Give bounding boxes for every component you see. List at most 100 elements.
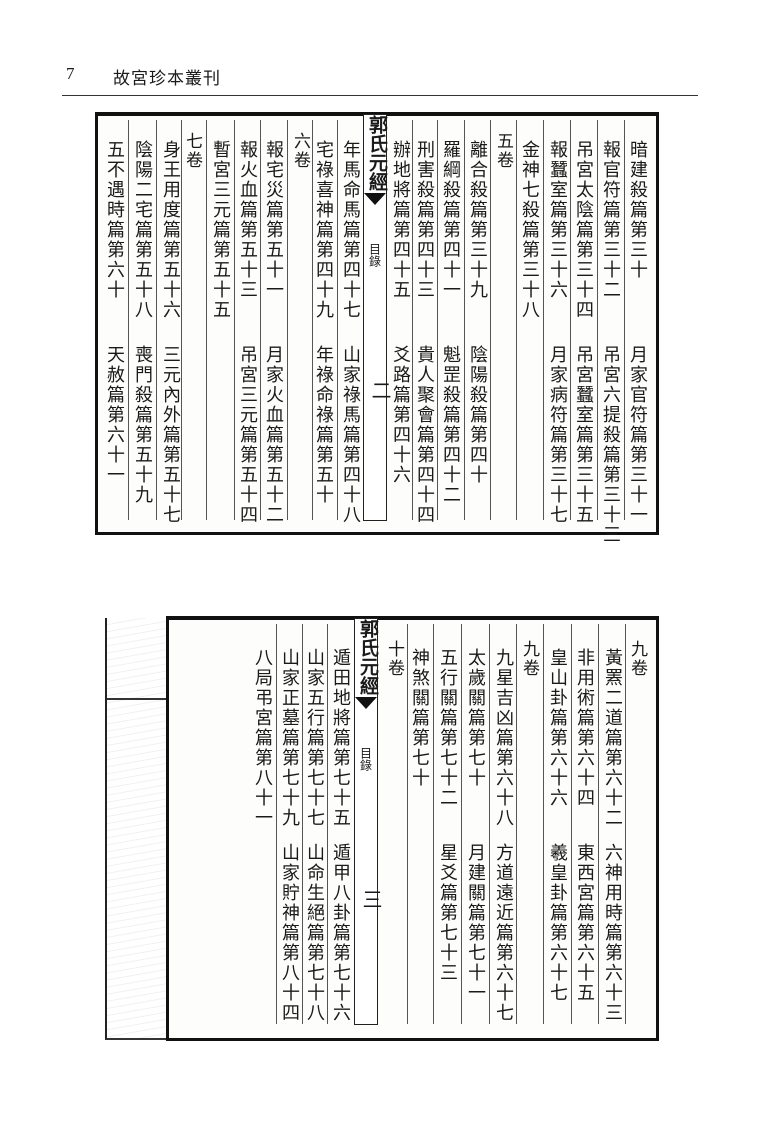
chapter-entry: 山命生絕篇第七十八 [304, 843, 325, 1023]
column-rule [156, 120, 157, 520]
column-rule [516, 120, 517, 520]
chapter-entry: 刑害殺篇第四十三 [414, 140, 435, 300]
volume-heading: 六卷 [290, 132, 310, 170]
volume-heading: 十卷 [384, 640, 404, 678]
volume-heading: 七卷 [182, 132, 202, 170]
chapter-entry: 山家貯神篇第八十四 [279, 843, 300, 1023]
column-rule [489, 624, 490, 1024]
chapter-entry: 吊宮三元篇第五十四 [237, 345, 258, 525]
bottom-woodblock-page: 九卷黃罴二道篇第六十二六神用時篇第六十三非用術篇第六十四東西宮篇第六十五皇山卦篇… [166, 616, 659, 1041]
chapter-entry: 月建關篇第七十一 [465, 843, 486, 1003]
column-rule [206, 120, 207, 520]
block-center-banner: 郭氏元經目錄二 [363, 114, 392, 521]
chapter-entry: 報火血篇第五十三 [237, 140, 258, 300]
chapter-entry: 陰陽二宅篇第五十八 [132, 140, 153, 320]
chapter-entry: 暫宮三元篇第五十五 [210, 140, 231, 320]
book-title: 郭氏元經 [366, 115, 388, 191]
column-rule [181, 120, 182, 520]
chapter-entry: 三元內外篇第五十七 [160, 345, 181, 525]
chapter-entry: 報蠶室篇第三十六 [547, 140, 568, 300]
chapter-entry: 宅祿喜神篇第四十九 [313, 140, 334, 320]
chapter-entry: 年祿命祿篇第五十 [313, 345, 334, 505]
chapter-entry: 羅綱殺篇第四十一 [440, 140, 461, 300]
chapter-entry: 山家正墓篇第七十九 [279, 648, 300, 828]
chapter-entry: 月家火血篇第五十二 [263, 345, 284, 525]
section-label: 目錄 [367, 243, 382, 267]
chapter-entry: 月家官符篇第三十一 [627, 345, 648, 525]
fish-tail-mark-icon [355, 697, 377, 709]
column-rule [406, 624, 408, 1024]
chapter-entry: 喪門殺篇第五十九 [132, 345, 153, 505]
chapter-entry: 山家五行篇第七十七 [304, 648, 325, 828]
chapter-entry: 東西宮篇第六十五 [574, 843, 595, 1003]
torn-edge-crease [107, 698, 169, 700]
chapter-entry: 辦地將篇第四十五 [390, 140, 411, 300]
chapter-entry: 陰陽殺篇第四十 [467, 345, 488, 485]
column-rule [433, 624, 434, 1024]
chapter-entry: 六神用時篇第六十三 [602, 843, 623, 1023]
chapter-entry: 爻路篇第四十六 [390, 345, 411, 485]
column-rule [412, 120, 413, 520]
chapter-entry: 五行關篇第七十二 [437, 648, 458, 808]
volume-heading: 五卷 [493, 132, 513, 170]
column-rule [260, 120, 261, 520]
chapter-entry: 暗建殺篇第三十 [627, 140, 648, 280]
block-center-banner: 郭氏元經目錄三 [354, 618, 383, 1025]
torn-page-edge [105, 618, 169, 1040]
chapter-entry: 五不遇時篇第六十 [104, 140, 125, 300]
volume-heading: 九卷 [627, 640, 647, 678]
column-rule [461, 624, 462, 1024]
chapter-entry: 遁田地將篇第七十五 [330, 648, 351, 828]
column-rule [596, 120, 598, 520]
chapter-entry: 吊宮太陰篇第三十四 [573, 140, 594, 320]
column-rule [516, 624, 517, 1024]
volume-heading: 九卷 [519, 640, 539, 678]
chapter-entry: 報官符篇第三十二 [600, 140, 621, 300]
leaf-number: 二 [368, 380, 392, 400]
chapter-entry: 吊宮六提殺篇第三十三 [600, 345, 621, 545]
chapter-entry: 皇山卦篇第六十六 [547, 648, 568, 808]
page-number: 7 [66, 64, 75, 83]
column-rule [286, 120, 288, 520]
column-rule [624, 624, 626, 1024]
chapter-entry: 太歲關篇第七十 [465, 648, 486, 788]
chapter-entry: 月家病符篇第三十七 [547, 345, 568, 525]
chapter-entry: 金神七殺篇第三十八 [519, 140, 540, 320]
header-rule [62, 95, 698, 96]
column-rule [233, 120, 235, 520]
chapter-entry: 九星吉凶篇第六十八 [493, 648, 514, 828]
column-rule [543, 120, 544, 520]
column-rule [543, 624, 544, 1024]
chapter-entry: 星爻篇第七十三 [437, 843, 458, 983]
chapter-entry: 山家祿馬篇第四十八 [340, 345, 361, 525]
chapter-entry: 非用術篇第六十四 [574, 648, 595, 808]
section-label: 目錄 [358, 747, 373, 771]
book-title: 郭氏元經 [357, 619, 379, 695]
chapter-entry: 羲皇卦篇第六十七 [547, 843, 568, 1003]
column-rule [275, 624, 277, 1024]
chapter-entry: 黃罴二道篇第六十二 [602, 648, 623, 828]
column-rule [570, 624, 572, 1024]
column-rule [623, 120, 625, 520]
column-rule [598, 624, 599, 1024]
column-rule [490, 120, 491, 520]
chapter-entry: 天赦篇第六十一 [104, 345, 125, 485]
chapter-entry: 八局弔宮篇第八十一 [252, 648, 273, 828]
chapter-entry: 神煞關篇第七十 [409, 648, 430, 788]
chapter-entry: 年馬命馬篇第四十七 [340, 140, 361, 320]
column-rule [128, 120, 129, 520]
chapter-entry: 方道遠近篇第六十七 [493, 843, 514, 1023]
leaf-number: 三 [359, 889, 383, 909]
chapter-entry: 身王用度篇第五十六 [160, 140, 181, 320]
column-rule [311, 120, 313, 520]
column-rule [437, 120, 438, 520]
column-rule [301, 624, 303, 1024]
chapter-entry: 遁甲八卦篇第七十六 [330, 843, 351, 1023]
column-rule [570, 120, 571, 520]
fish-tail-mark-icon [364, 193, 386, 205]
chapter-entry: 報宅災篇第五十一 [263, 140, 284, 300]
chapter-entry: 貴人聚會篇第四十四 [414, 345, 435, 525]
chapter-entry: 離合殺篇第三十九 [467, 140, 488, 300]
top-woodblock-page: 暗建殺篇第三十月家官符篇第三十一 報官符篇第三十二吊宮六提殺篇第三十三 吊宮太陰篇第… [95, 112, 659, 545]
column-rule [327, 624, 328, 1024]
